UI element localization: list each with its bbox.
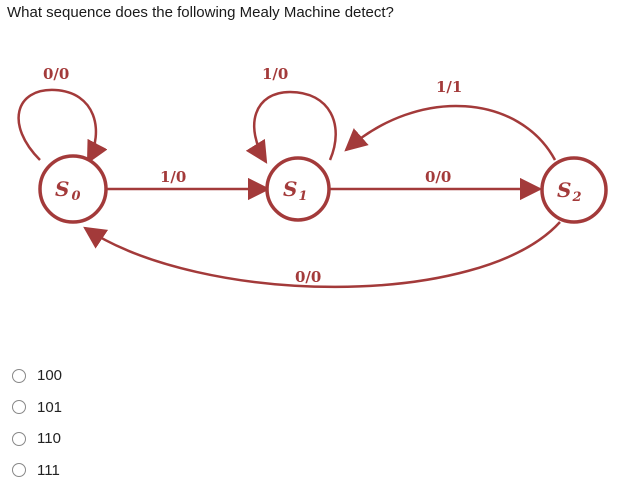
option-label: 111 <box>37 461 60 479</box>
option-label: 100 <box>37 367 63 385</box>
svg-text:S0: S0 <box>55 177 81 204</box>
option-111[interactable]: 111 <box>12 455 62 487</box>
s0-to-s1-label: 1/0 <box>160 168 186 186</box>
s0-self-loop <box>17 88 108 164</box>
option-label: 110 <box>37 430 61 448</box>
s2-to-s0-label: 0/0 <box>295 268 321 286</box>
radio-button[interactable] <box>12 400 26 415</box>
s2-to-s1-label: 1/1 <box>436 78 462 96</box>
s2-to-s1-arrow <box>344 104 557 161</box>
s1-self-loop <box>245 90 337 164</box>
s1-to-s2-label: 0/0 <box>425 168 451 186</box>
option-100[interactable]: 100 <box>12 360 62 392</box>
svg-text:S2: S2 <box>557 178 582 205</box>
state-s2 <box>540 156 608 224</box>
option-label: 101 <box>37 398 63 416</box>
state-s0 <box>38 154 108 224</box>
option-110[interactable]: 110 <box>12 423 62 455</box>
question-text: What sequence does the following Mealy M… <box>7 4 394 21</box>
radio-button[interactable] <box>12 368 26 383</box>
radio-button[interactable] <box>12 431 26 446</box>
s2-to-s0-arrow <box>83 221 561 289</box>
svg-text:S1: S1 <box>283 177 308 204</box>
option-101[interactable]: 101 <box>12 392 62 424</box>
answer-options: 100 101 110 111 <box>12 360 62 486</box>
s1-self-label: 1/0 <box>262 65 288 83</box>
state-s1 <box>265 156 331 222</box>
s0-self-label: 0/0 <box>43 65 69 83</box>
radio-button[interactable] <box>12 463 26 478</box>
